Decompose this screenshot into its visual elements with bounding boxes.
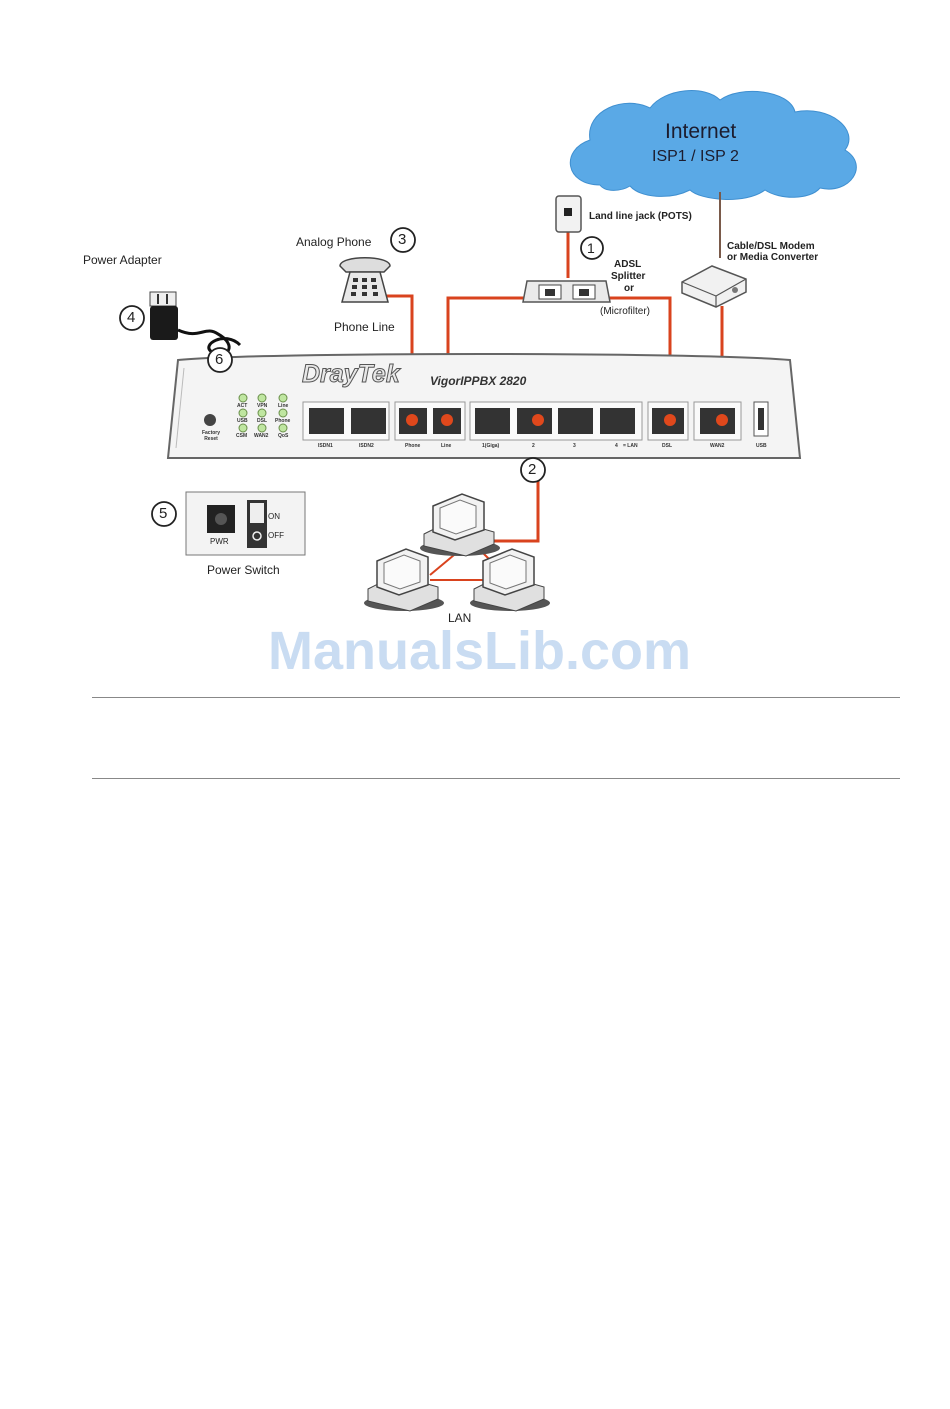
port-label-lan3: 3 — [573, 443, 576, 449]
power-switch-panel — [185, 491, 306, 556]
cable-modem — [681, 265, 747, 308]
lan-label: LAN — [448, 611, 472, 625]
led-dsl: DSL — [257, 418, 267, 424]
factory-reset-label: Factory Reset — [201, 430, 221, 442]
led-vpn: VPN — [257, 403, 268, 409]
pwr-label: PWR — [210, 537, 229, 546]
led-line: Line — [278, 403, 289, 409]
port-label-dsl: DSL — [662, 443, 672, 449]
watermark: ManualsLib.com — [268, 621, 692, 681]
modem-label-1: Cable/DSL Modem — [727, 241, 815, 252]
step-1-circle — [580, 236, 604, 260]
adsl-splitter — [522, 280, 611, 303]
modem-label-2: or Media Converter — [727, 252, 819, 263]
power-adapter — [149, 291, 242, 356]
off-label: OFF — [268, 531, 284, 540]
port-label-lan4: 4 — [615, 443, 618, 449]
step-6: 6 — [215, 351, 224, 368]
port-label-lan2: 2 — [532, 443, 535, 449]
led-panel — [238, 393, 288, 433]
on-label: ON — [268, 512, 280, 521]
led-phone: Phone — [275, 418, 291, 424]
computer-right — [470, 548, 550, 612]
step-2: 2 — [528, 461, 537, 478]
brand-logo: DrayTek — [302, 360, 401, 389]
led-act: ACT — [237, 403, 248, 409]
step-5-circle — [151, 501, 177, 527]
splitter-label-1: ADSL — [614, 259, 642, 270]
port-label-isdn1: ISDN1 — [318, 443, 333, 449]
step-2-circle — [520, 457, 546, 483]
step-3: 3 — [398, 231, 407, 248]
step-markers — [119, 227, 604, 527]
port-label-usb: USB — [756, 443, 767, 449]
step-4-circle — [119, 305, 145, 331]
divider-bottom — [92, 778, 900, 779]
step-1: 1 — [587, 240, 595, 256]
step-5: 5 — [159, 505, 168, 522]
port-lan1 — [475, 408, 510, 434]
port-label-wan2: WAN2 — [710, 443, 725, 449]
analog-phone-label: Analog Phone — [296, 235, 372, 249]
network-diagram — [119, 90, 857, 612]
phone-line-label: Phone Line — [334, 320, 395, 334]
step-6-circle — [207, 347, 233, 373]
led-qos: QoS — [278, 433, 289, 439]
landline-jack — [555, 195, 582, 233]
model-label: VigorIPPBX 2820 — [430, 374, 527, 388]
factory-reset-button — [204, 414, 216, 426]
port-label-line: Line — [441, 443, 452, 449]
power-switch-label: Power Switch — [207, 563, 280, 577]
isp-label: ISP1 / ISP 2 — [652, 148, 739, 165]
port-isdn2 — [351, 408, 386, 434]
analog-phone — [339, 257, 391, 303]
step-3-circle — [390, 227, 416, 253]
step-4: 4 — [127, 309, 136, 326]
splitter-label-4: (Microfilter) — [600, 306, 650, 317]
divider-top — [92, 697, 900, 698]
landline-jack-label: Land line jack (POTS) — [589, 211, 692, 222]
led-wan2: WAN2 — [254, 433, 269, 439]
port-lan3 — [558, 408, 593, 434]
port-isdn1 — [309, 408, 344, 434]
port-groups — [302, 401, 769, 441]
splitter-label-3: or — [624, 283, 634, 294]
port-label-lan1: 1(Giga) — [482, 443, 500, 449]
led-csm: CSM — [236, 433, 248, 439]
port-lan4 — [600, 408, 635, 434]
splitter-label-2: Splitter — [611, 271, 646, 282]
port-label-isdn2: ISDN2 — [359, 443, 374, 449]
internet-cloud — [569, 90, 857, 200]
internet-label: Internet — [665, 120, 737, 143]
led-usb: USB — [237, 418, 248, 424]
power-adapter-label: Power Adapter — [83, 253, 162, 267]
computer-left — [364, 548, 444, 612]
computer-top — [420, 493, 500, 557]
port-label-phone: Phone — [405, 443, 421, 449]
lan-computers — [364, 493, 550, 612]
port-label-lan-group: = LAN — [623, 443, 638, 449]
